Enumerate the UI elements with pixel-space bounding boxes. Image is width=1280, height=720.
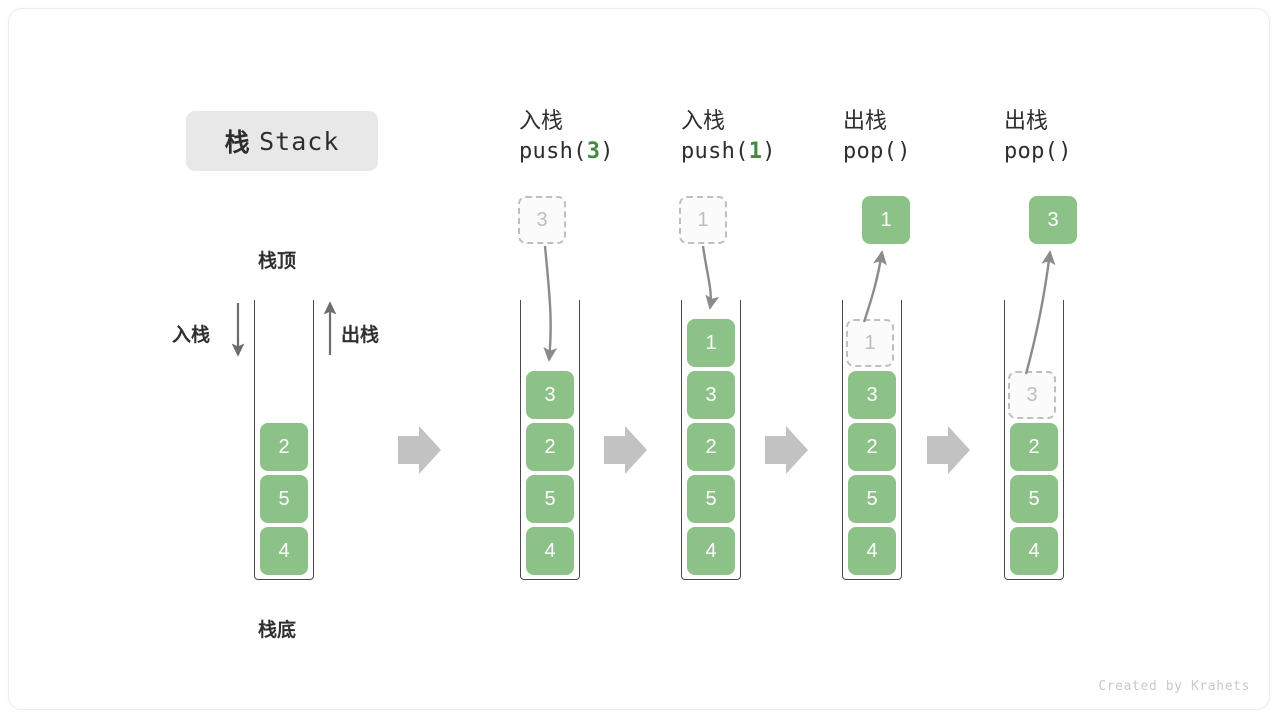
stack-cell-ghost: 3 — [1008, 371, 1056, 419]
title-chinese: 栈 — [224, 129, 251, 157]
operation-caption-pop-3: 出栈 pop() — [1004, 106, 1174, 168]
operation-caption-cn: 出栈 — [843, 108, 888, 133]
stack-container-initial — [254, 300, 314, 580]
code-prefix: pop( — [843, 139, 898, 164]
stack-cell: 5 — [260, 475, 308, 523]
stack-container-push-1 — [681, 300, 741, 580]
stack-cell: 4 — [260, 527, 308, 575]
floating-ghost-cell: 1 — [679, 196, 727, 244]
operation-caption-code: push(3) — [519, 136, 689, 168]
operation-caption-cn: 入栈 — [681, 108, 726, 133]
operation-caption-push-1: 入栈 push(1) — [681, 106, 851, 168]
stack-container-pop-3 — [1004, 300, 1064, 580]
title-english: Stack — [259, 126, 340, 156]
stack-cell: 3 — [687, 371, 735, 419]
stack-cell: 2 — [848, 423, 896, 471]
stack-cell: 3 — [526, 371, 574, 419]
stack-bottom-label: 栈底 — [258, 620, 297, 641]
stack-cell: 2 — [1010, 423, 1058, 471]
stack-cell: 1 — [687, 319, 735, 367]
stack-cell: 4 — [848, 527, 896, 575]
operation-caption-push-3: 入栈 push(3) — [519, 106, 689, 168]
operation-caption-cn: 出栈 — [1004, 108, 1049, 133]
code-suffix: ) — [897, 139, 911, 164]
stack-cell: 5 — [526, 475, 574, 523]
push-legend-label: 入栈 — [172, 325, 211, 346]
operation-caption-code: pop() — [1004, 136, 1174, 168]
stack-cell: 4 — [1010, 527, 1058, 575]
code-suffix: ) — [762, 139, 776, 164]
operation-caption-code: pop() — [843, 136, 1013, 168]
operation-caption-pop-1: 出栈 pop() — [843, 106, 1013, 168]
code-prefix: push( — [519, 139, 587, 164]
stack-cell: 3 — [848, 371, 896, 419]
code-argument: 1 — [748, 139, 763, 164]
operation-caption-cn: 入栈 — [519, 108, 564, 133]
stack-cell-ghost: 1 — [846, 319, 894, 367]
stack-container-pop-1 — [842, 300, 902, 580]
stack-cell: 5 — [687, 475, 735, 523]
stack-cell: 2 — [260, 423, 308, 471]
stack-cell: 5 — [848, 475, 896, 523]
code-argument: 3 — [586, 139, 601, 164]
stack-cell: 4 — [526, 527, 574, 575]
code-prefix: push( — [681, 139, 749, 164]
stack-cell: 5 — [1010, 475, 1058, 523]
floating-ghost-cell: 3 — [518, 196, 566, 244]
code-prefix: pop( — [1004, 139, 1059, 164]
stack-cell: 2 — [526, 423, 574, 471]
code-suffix: ) — [1058, 139, 1072, 164]
credit-text: Created by Krahets — [1098, 679, 1250, 694]
floating-popped-cell: 3 — [1029, 196, 1077, 244]
title-chip: 栈 Stack — [186, 111, 378, 171]
title-chip-text: 栈 Stack — [186, 111, 378, 171]
stack-cell: 4 — [687, 527, 735, 575]
floating-popped-cell: 1 — [862, 196, 910, 244]
code-suffix: ) — [600, 139, 614, 164]
pop-legend-label: 出栈 — [341, 325, 380, 346]
stack-cell: 2 — [687, 423, 735, 471]
stack-top-label: 栈顶 — [258, 251, 297, 272]
operation-caption-code: push(1) — [681, 136, 851, 168]
stack-container-push-3 — [520, 300, 580, 580]
